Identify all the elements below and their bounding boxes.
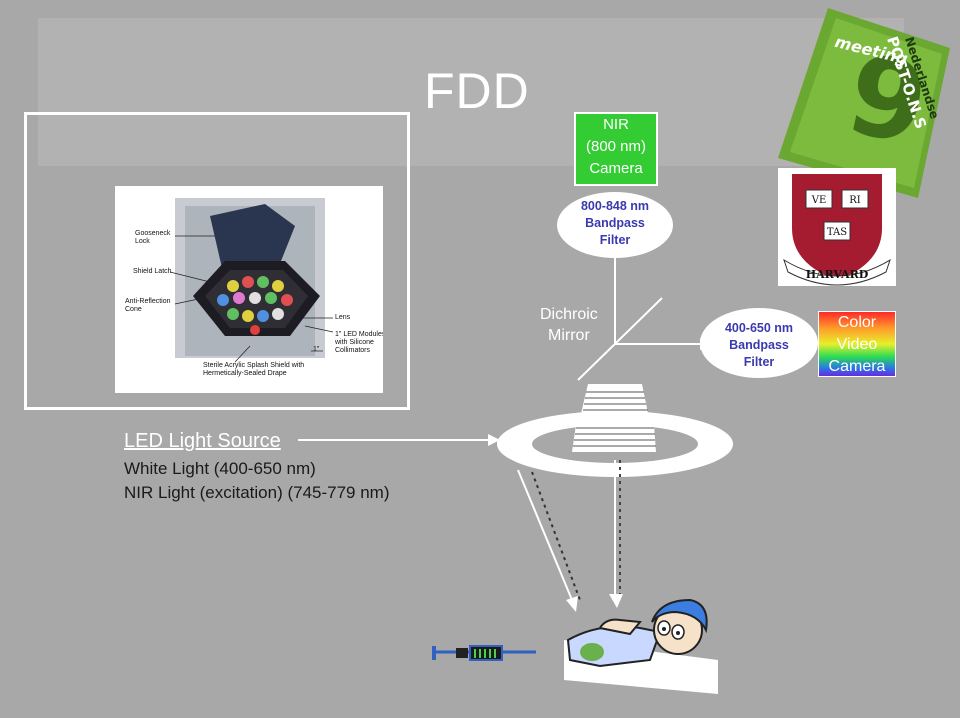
slide-title: FDD — [424, 63, 530, 119]
led-white-light: White Light (400-650 nm) — [124, 459, 316, 478]
color-video-camera-box: Color Video Camera — [818, 311, 896, 377]
dichroic-line2: Mirror — [548, 327, 590, 344]
label-led-modules: 1" LED Modules with Silicone Collimators — [335, 331, 383, 354]
header-band — [38, 18, 904, 166]
harvard-ri: RI — [849, 195, 861, 206]
nir-camera-box: NIR (800 nm) Camera — [574, 112, 658, 186]
nir-filter-line3: Filter — [599, 233, 631, 247]
visible-filter-line2: Bandpass — [729, 338, 789, 352]
label-anti-reflection-cone: Anti-Reflection Cone — [125, 298, 171, 313]
color-camera-line2: Video — [836, 336, 878, 353]
nir-filter-line2: Bandpass — [585, 216, 645, 230]
color-camera-line3: Camera — [828, 358, 886, 375]
visible-filter-line3: Filter — [743, 355, 775, 369]
dichroic-line1: Dichroic — [540, 306, 598, 323]
harvard-tas: TAS — [827, 227, 847, 238]
meeting-badge-logo: 9 meeting Nederlandse POST-O.N.S — [778, 8, 950, 198]
nir-camera-line1: NIR — [603, 116, 629, 133]
harvard-ve: VE — [811, 195, 827, 206]
label-lens: Lens — [335, 314, 351, 321]
visible-filter-line1: 400-650 nm — [724, 321, 794, 335]
nir-bandpass-filter: 800-848 nm Bandpass Filter — [557, 192, 673, 258]
dichroic-mirror-label: Dichroic Mirror — [540, 304, 598, 346]
nir-camera-line3: Camera — [589, 160, 643, 177]
device-photo: Gooseneck Lock Shield Latch Anti-Reflect… — [115, 186, 383, 393]
label-splash-shield: Sterile Acrylic Splash Shield with Herme… — [203, 362, 305, 377]
nir-filter-line1: 800-848 nm — [580, 199, 650, 213]
harvard-shield-icon: VE RI TAS HARVARD — [783, 174, 891, 286]
harvard-logo: VE RI TAS HARVARD — [778, 168, 896, 286]
photo-frame — [24, 112, 410, 410]
harvard-name: HARVARD — [806, 268, 869, 281]
led-nir-light: NIR Light (excitation) (745-779 nm) — [124, 483, 390, 502]
visible-bandpass-filter: 400-650 nm Bandpass Filter — [700, 308, 818, 378]
led-source-title: LED Light Source — [124, 430, 281, 452]
device-illustration — [169, 198, 334, 363]
nir-camera-line2: (800 nm) — [585, 138, 647, 155]
color-camera-line1: Color — [837, 314, 877, 331]
label-gooseneck-lock: Gooseneck Lock — [135, 230, 171, 245]
label-scale-mark: 1" — [313, 346, 320, 353]
label-shield-latch: Shield Latch — [133, 268, 172, 275]
